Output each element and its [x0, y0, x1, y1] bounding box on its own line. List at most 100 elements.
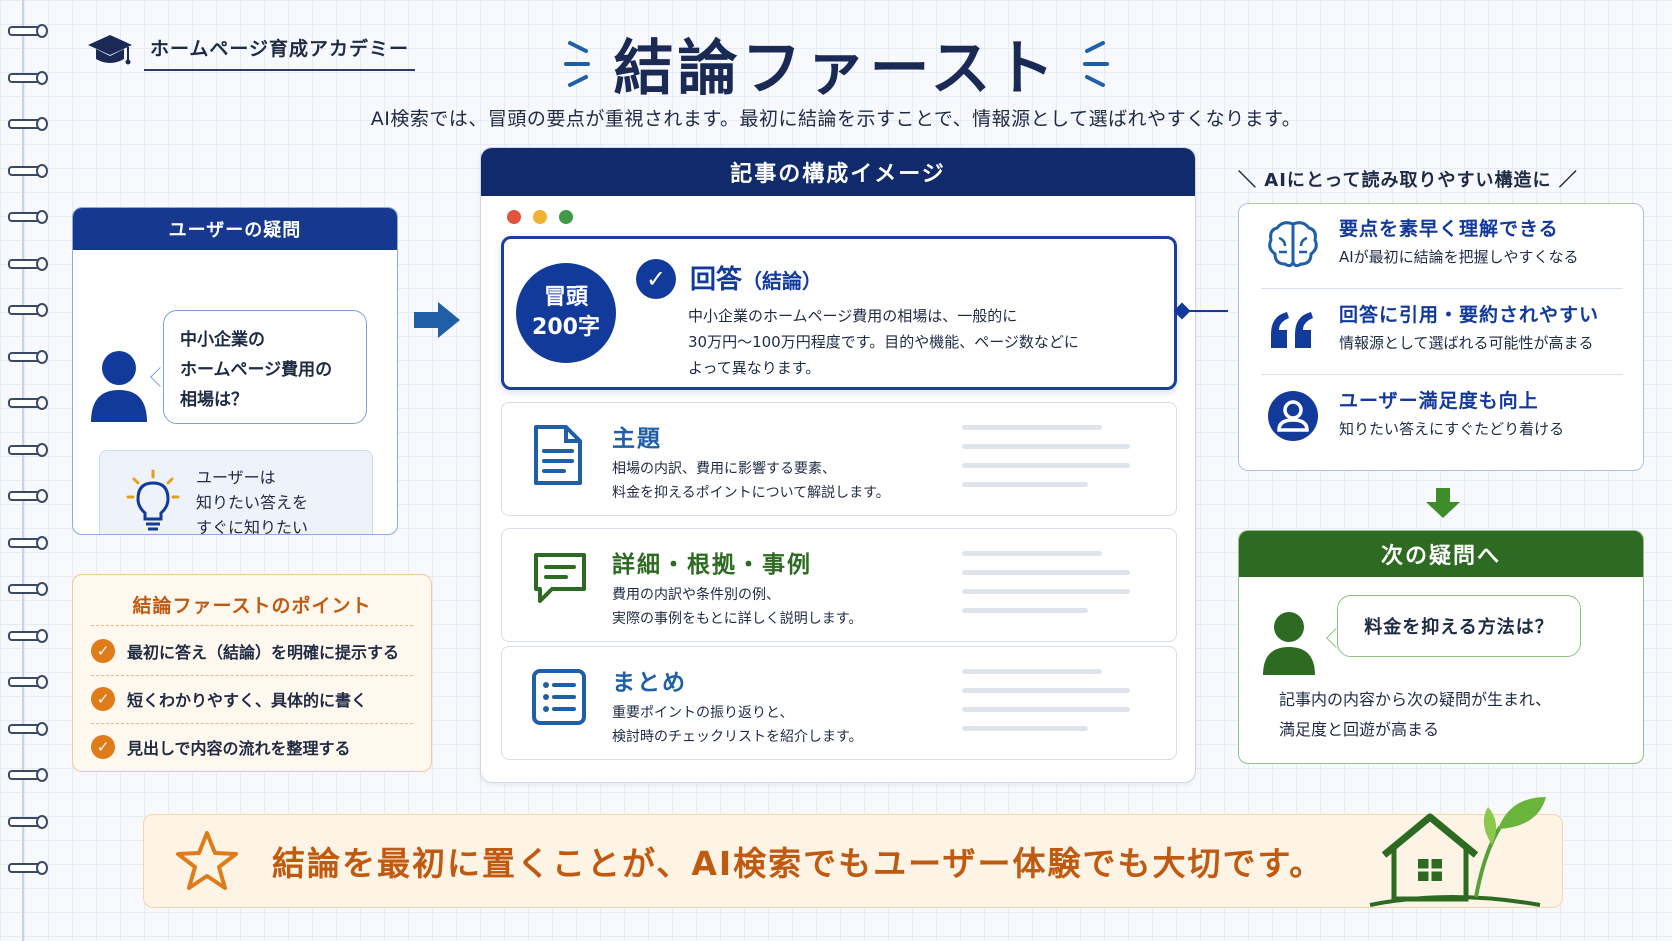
- answer-title: 回答（結論）: [690, 259, 822, 296]
- accent-lines-left-icon: [563, 40, 590, 87]
- benefit-title: 回答に引用・要約されやすい: [1339, 304, 1600, 326]
- spiral-ring: [8, 208, 48, 224]
- next-question-bubble: 料金を抑える方法は？: [1337, 595, 1581, 657]
- benefit-text: 知りたい答えにすぐたどり着ける: [1339, 420, 1565, 438]
- section-line: 検討時のチェックリストを紹介します。: [612, 729, 863, 745]
- tip-line: すぐに知りたい: [196, 518, 309, 535]
- article-structure-panel: 記事の構成イメージ 冒頭 200字 ✓ 回答（結論） 中小企業のホームページ費用…: [480, 147, 1196, 783]
- spiral-ring: [8, 534, 48, 550]
- spiral-ring: [8, 301, 48, 317]
- page-title: 結論ファースト: [613, 34, 1059, 104]
- arrow-right-icon: [414, 302, 460, 338]
- dot-yellow-icon: [533, 210, 547, 224]
- divider: [91, 723, 413, 724]
- intro-badge: 冒頭 200字: [516, 263, 616, 363]
- section-text: 相場の内訳、費用に影響する要素、 料金を抑えるポイントについて解説します。: [612, 457, 890, 505]
- academy-name: ホームページ育成アカデミー: [144, 30, 416, 71]
- spiral-ring: [8, 720, 48, 736]
- binding-line: [22, 0, 24, 941]
- badge-line: 200字: [532, 315, 600, 340]
- section-line: 相場の内訳、費用に影響する要素、: [612, 461, 836, 477]
- benefit-title: ユーザー満足度も向上: [1339, 390, 1539, 412]
- lightbulb-icon: [126, 469, 180, 531]
- arrow-down-icon: [1426, 488, 1460, 518]
- house-icon: [1369, 797, 1546, 907]
- chat-icon: [534, 553, 586, 603]
- answer-title-note: （結論）: [742, 269, 823, 293]
- placeholder-lines: [962, 551, 1130, 627]
- connector-line: [1180, 310, 1228, 312]
- section-title: 詳細・根拠・事例: [612, 552, 812, 578]
- point-item: ✓ 見出しで内容の流れを整理する: [91, 735, 351, 759]
- badge-line: 冒頭: [543, 285, 588, 310]
- section-summary: まとめ 重要ポイントの振り返りと、 検討時のチェックリストを紹介します。: [501, 646, 1177, 760]
- spiral-ring: [8, 394, 48, 410]
- point-text: 最初に答え（結論）を明確に提示する: [127, 643, 400, 662]
- check-icon: ✓: [91, 687, 115, 711]
- next-question-header: 次の疑問へ: [1239, 531, 1643, 577]
- section-title: 主題: [612, 426, 662, 452]
- user-need-box: ユーザーは 知りたい答えを すぐに知りたい: [99, 450, 373, 535]
- tip-line: 知りたい答えを: [196, 493, 309, 512]
- banner-text: 結論を最初に置くことが、AI検索でもユーザー体験でも大切です。: [272, 844, 1325, 883]
- dot-green-icon: [559, 210, 573, 224]
- answer-line: よって異なります。: [688, 359, 821, 377]
- section-text: 重要ポイントの振り返りと、 検討時のチェックリストを紹介します。: [612, 701, 863, 749]
- bubble-line: 相場は？: [180, 390, 248, 410]
- section-line: 重要ポイントの振り返りと、: [612, 705, 794, 721]
- user-question-bubble: 中小企業の ホームページ費用の 相場は？: [163, 310, 367, 424]
- section-title: まとめ: [612, 670, 687, 696]
- summary-banner: 結論を最初に置くことが、AI検索でもユーザー体験でも大切です。: [143, 797, 1563, 908]
- spiral-ring: [8, 580, 48, 596]
- point-text: 見出しで内容の流れを整理する: [127, 739, 351, 758]
- spiral-ring: [8, 766, 48, 782]
- placeholder-lines: [962, 669, 1130, 745]
- spiral-ring: [8, 859, 48, 875]
- tip-line: ユーザーは: [196, 468, 276, 487]
- benefit-title: 要点を素早く理解できる: [1339, 218, 1559, 240]
- point-item: ✓ 最初に答え（結論）を明確に提示する: [91, 639, 399, 663]
- divider: [1261, 288, 1623, 289]
- spiral-ring: [8, 162, 48, 178]
- document-icon: [534, 425, 582, 485]
- section-line: 実際の事例をもとに詳しく説明します。: [612, 611, 863, 627]
- subtitle: AI検索では、冒頭の要点が重視されます。最初に結論を示すことで、情報源として選ば…: [370, 108, 1302, 130]
- user-icon: [91, 351, 147, 422]
- spiral-ring: [8, 441, 48, 457]
- window-dots: [507, 210, 573, 224]
- divider: [1261, 374, 1623, 375]
- answer-line: 中小企業のホームページ費用の相場は、一般的に: [688, 307, 1018, 325]
- benefit-item: 要点を素早く理解できる AIが最初に結論を把握しやすくなる: [1261, 204, 1625, 288]
- benefits-caption: ＼ AIにとって読み取りやすい構造に ／: [1238, 170, 1578, 191]
- point-item: ✓ 短くわかりやすく、具体的に書く: [91, 687, 367, 711]
- title-block: 結論ファースト: [0, 20, 1672, 107]
- spiral-ring: [8, 115, 48, 131]
- star-icon: [176, 831, 238, 890]
- check-icon: ✓: [91, 639, 115, 663]
- accent-lines-right-icon: [1082, 40, 1109, 87]
- spiral-ring: [8, 627, 48, 643]
- benefit-item: ユーザー満足度も向上 知りたい答えにすぐたどり着ける: [1261, 376, 1625, 460]
- list-icon: [532, 669, 586, 725]
- user-need-text: ユーザーは 知りたい答えを すぐに知りたい: [196, 465, 309, 535]
- check-circle-icon: ✓: [636, 259, 676, 299]
- placeholder-lines: [962, 425, 1130, 501]
- section-text: 費用の内訳や条件別の例、 実際の事例をもとに詳しく説明します。: [612, 583, 862, 631]
- answer-line: 30万円〜100万円程度です。目的や機能、ページ数などに: [688, 333, 1079, 351]
- divider: [91, 625, 413, 626]
- section-topic: 主題 相場の内訳、費用に影響する要素、 料金を抑えるポイントについて解説します。: [501, 402, 1177, 516]
- next-line: 記事内の内容から次の疑問が生まれ、: [1279, 690, 1552, 709]
- divider: [91, 675, 413, 676]
- answer-title-main: 回答: [690, 265, 743, 295]
- user-circle-icon: [1268, 391, 1318, 441]
- article-header: 記事の構成イメージ: [481, 148, 1195, 196]
- point-text: 短くわかりやすく、具体的に書く: [127, 691, 368, 710]
- spiral-ring: [8, 255, 48, 271]
- next-question-text: 記事内の内容から次の疑問が生まれ、 満足度と回遊が高まる: [1279, 685, 1551, 745]
- answer-text: 中小企業のホームページ費用の相場は、一般的に 30万円〜100万円程度です。目的…: [688, 303, 1108, 381]
- dot-red-icon: [507, 210, 521, 224]
- spiral-ring: [8, 22, 48, 38]
- bubble-line: 中小企業の: [180, 330, 265, 350]
- points-title: 結論ファーストのポイント: [132, 595, 372, 617]
- quote-icon: [1271, 312, 1313, 348]
